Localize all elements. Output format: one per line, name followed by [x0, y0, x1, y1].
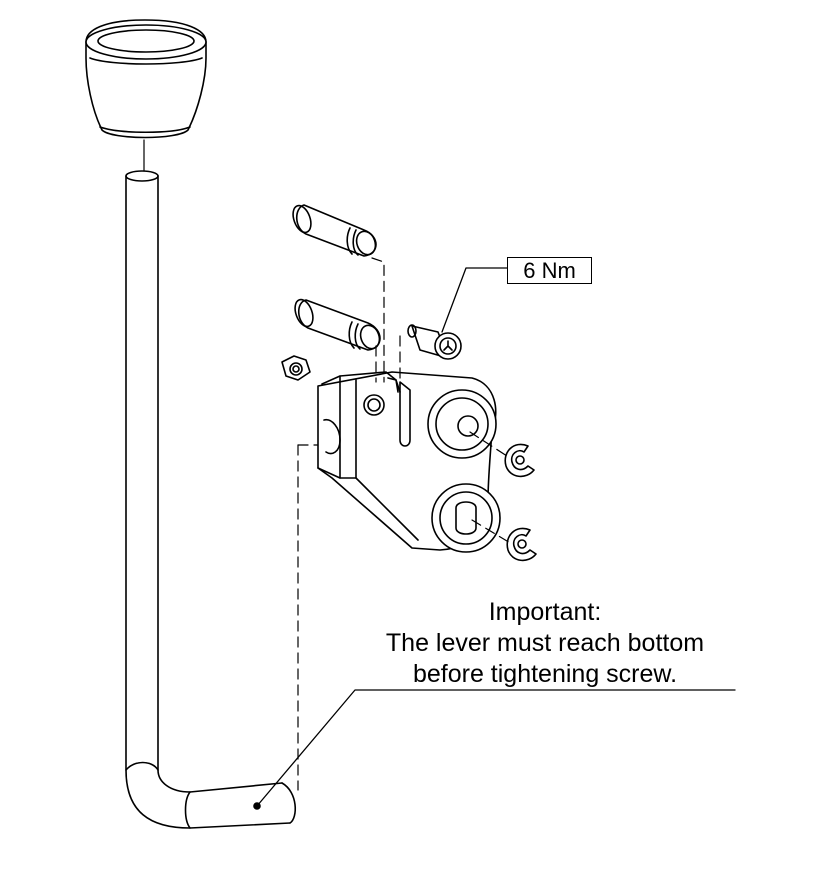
torque-label: 6 Nm — [507, 257, 592, 284]
note-line-1: The lever must reach bottom — [385, 629, 705, 657]
note-heading: Important: — [488, 598, 602, 626]
circlip-upper-icon — [504, 443, 535, 478]
hex-nut-icon — [281, 355, 311, 381]
note-line-2: before tightening screw. — [412, 660, 678, 688]
pin-upper — [292, 204, 377, 257]
bracket — [317, 371, 501, 553]
lever-shaft — [125, 170, 297, 829]
assembly-lines — [297, 257, 513, 791]
pin-lower — [294, 298, 381, 351]
circlip-lower-icon — [506, 527, 537, 562]
leader-lines — [256, 267, 736, 807]
cap-screw — [407, 324, 462, 360]
lever-knob — [85, 19, 207, 139]
important-note: Important: The lever must reach bottom b… — [340, 597, 750, 690]
